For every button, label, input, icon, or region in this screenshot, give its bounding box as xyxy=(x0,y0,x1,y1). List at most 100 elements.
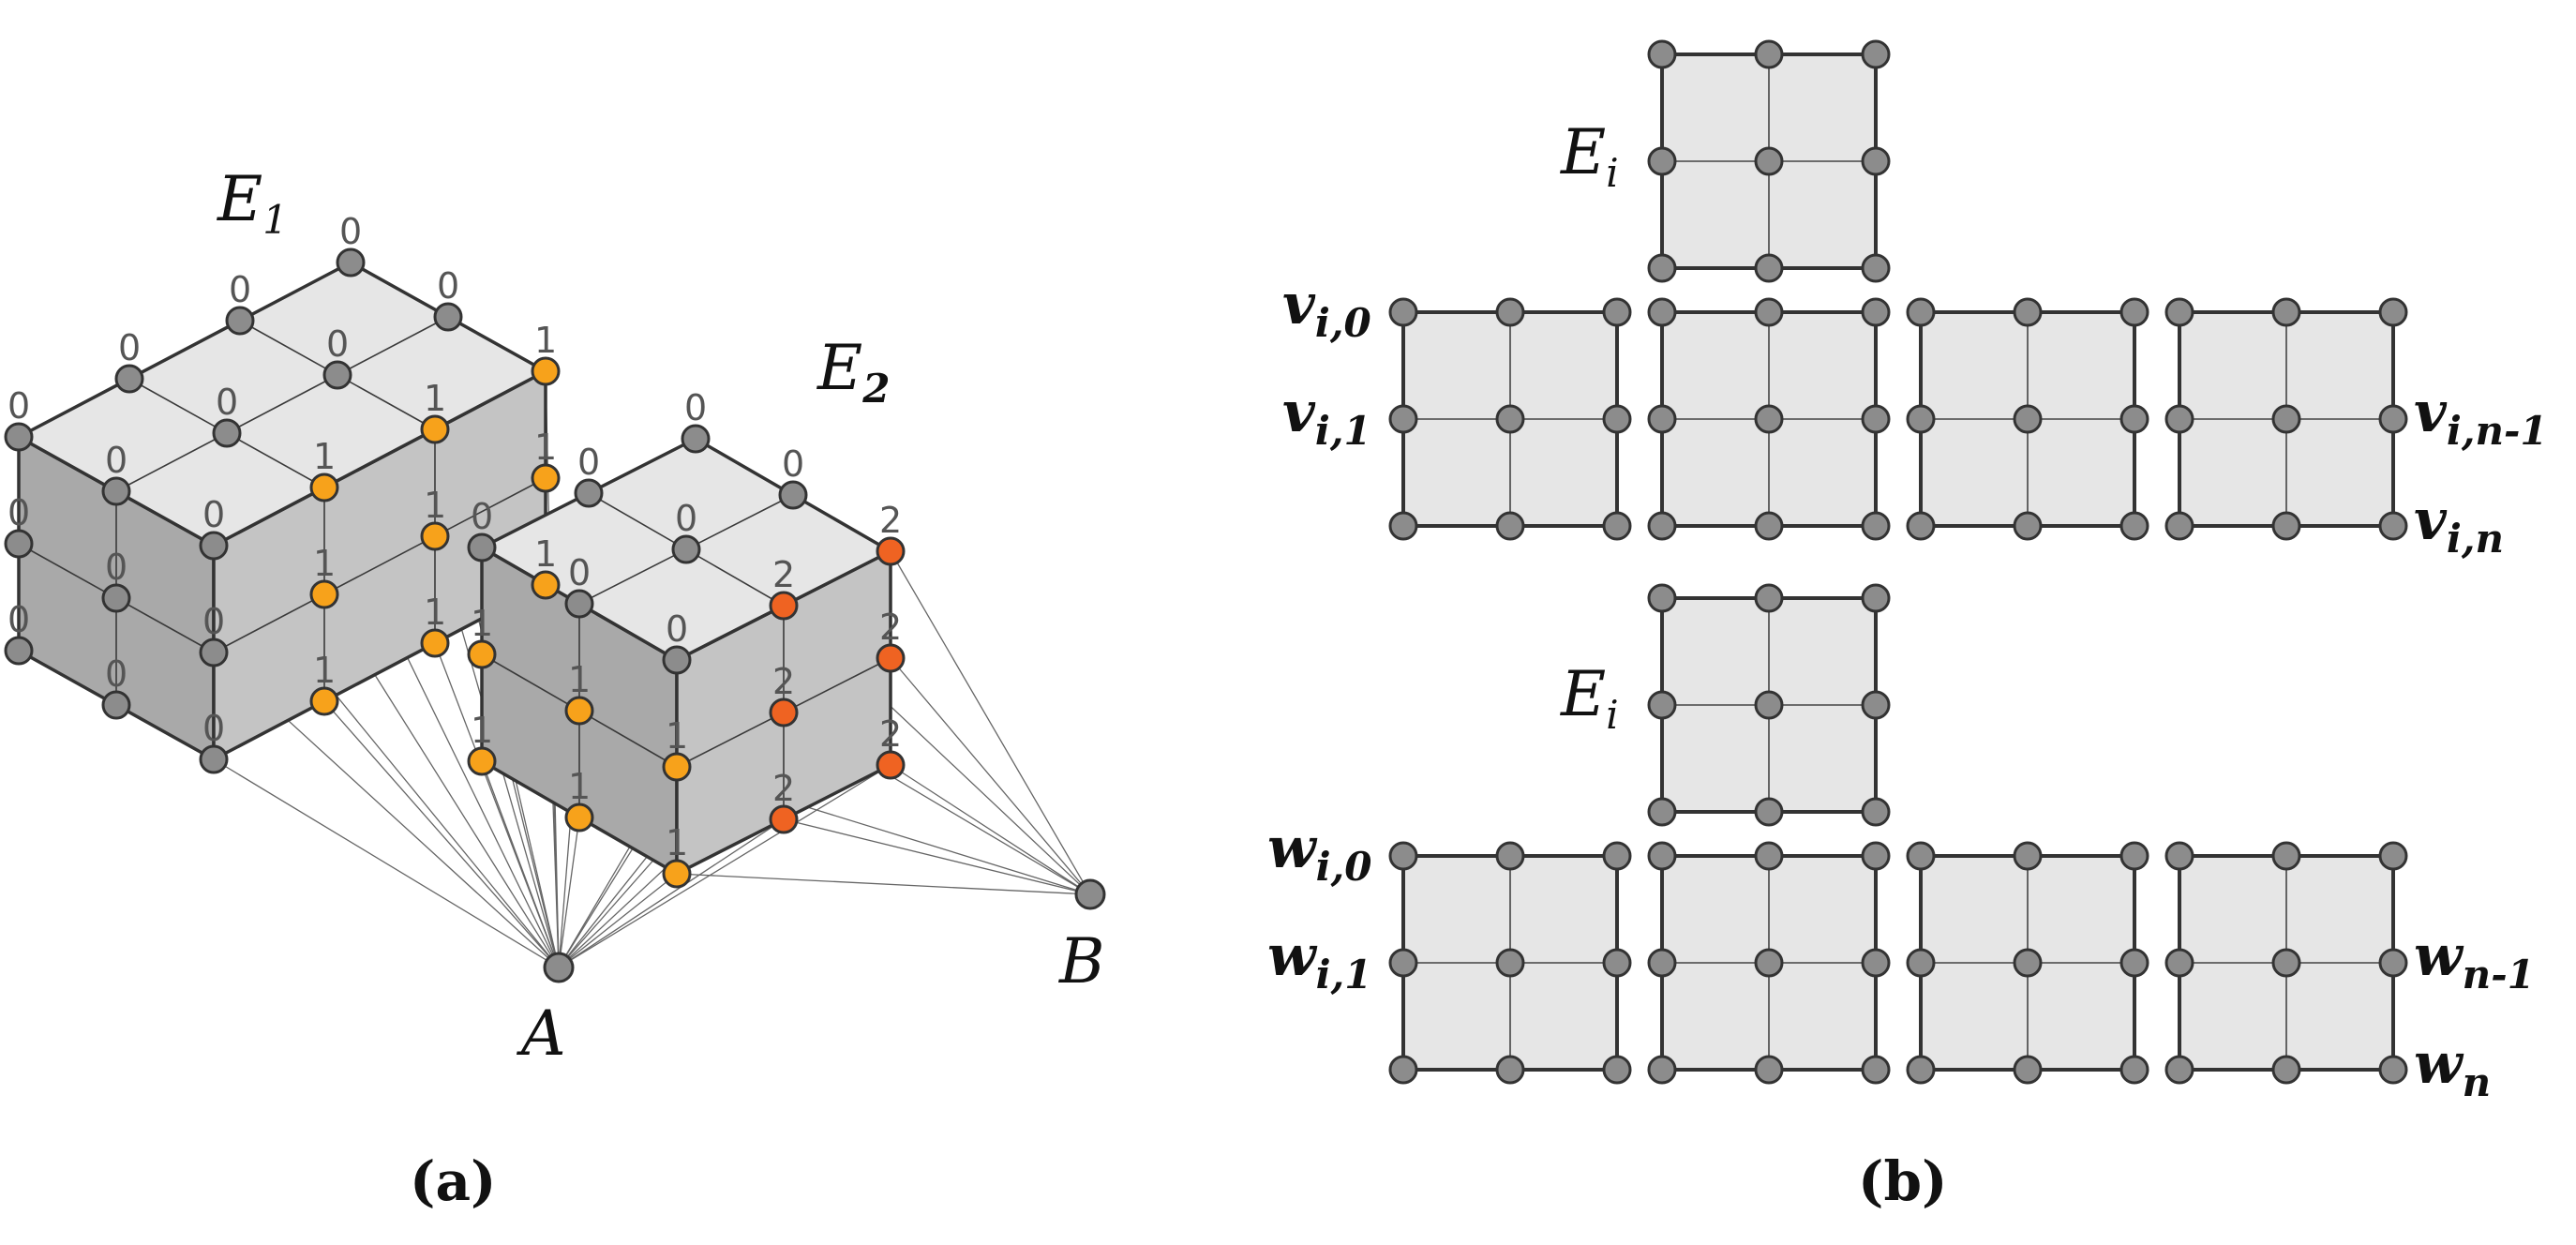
vertex-E1-level-1 xyxy=(309,686,339,716)
vertex-E2-level-0 xyxy=(681,424,711,454)
panel-b-squares xyxy=(1401,52,2395,1072)
terminal-A xyxy=(543,952,575,983)
vertex-E2-level-1 xyxy=(467,746,497,776)
square-Ei-top-vertex xyxy=(1754,39,1784,69)
vertex-E1-level-0 xyxy=(225,306,255,336)
vertex-label-E1: 1 xyxy=(313,650,336,691)
vertex-label-E1: 0 xyxy=(229,269,251,310)
square-Ei-top-vertex xyxy=(1647,253,1677,283)
square-v-row-2-vertex xyxy=(2013,511,2043,541)
box-E1-top-gridline xyxy=(115,316,449,492)
vertex-label-E1: 0 xyxy=(216,382,238,423)
vertex-E1-level-0 xyxy=(336,248,366,278)
label-w-n-1: wn-1 xyxy=(2414,923,2535,998)
square-v-row-0-vertex xyxy=(1388,404,1418,434)
vertex-label-E1: 0 xyxy=(118,327,141,368)
square-Ei-top-vertex xyxy=(1861,146,1891,176)
square-w-row-0-vertex xyxy=(1602,1055,1632,1085)
square-v-row-2-vertex xyxy=(2013,404,2043,434)
vertex-label-E2: 2 xyxy=(772,661,795,702)
square-w-row-2-vertex xyxy=(2013,948,2043,978)
vertex-label-E2: 0 xyxy=(471,496,493,537)
vertex-E2-level-2 xyxy=(876,643,906,673)
vertex-E1-level-0 xyxy=(322,360,352,390)
edge-to-B xyxy=(890,550,1091,895)
square-v-row-0-vertex xyxy=(1602,297,1632,327)
vertex-E2-level-0 xyxy=(467,532,497,562)
square-Ei-top-vertex xyxy=(1647,146,1677,176)
vertex-E2-level-2 xyxy=(769,698,799,728)
vertex-label-E1: 0 xyxy=(202,494,225,535)
panel-a-vertices xyxy=(4,248,1106,983)
label-w-i-1: wi,1 xyxy=(1267,923,1371,998)
vertex-label-E2: 1 xyxy=(471,603,493,644)
square-v-row-1-vertex xyxy=(1754,404,1784,434)
square-Ei-top-vertex xyxy=(1754,253,1784,283)
square-v-row-0-vertex xyxy=(1495,297,1525,327)
square-w-row-0-vertex xyxy=(1388,1055,1418,1085)
vertex-E1-level-0 xyxy=(433,302,463,332)
vertex-E1-level-0 xyxy=(4,529,34,559)
edge-to-B xyxy=(676,873,1091,895)
square-w-row-3-vertex xyxy=(2378,1055,2408,1085)
square-w-row-0-vertex xyxy=(1602,948,1632,978)
square-w-row-1-vertex xyxy=(1647,841,1677,871)
square-w-row-0-vertex xyxy=(1602,841,1632,871)
caption-a: (a) xyxy=(410,1149,496,1213)
square-v-row-1-vertex xyxy=(1647,297,1677,327)
square-v-row-2-vertex xyxy=(1906,297,1936,327)
edge-to-A xyxy=(558,817,580,968)
vertex-label-E1: 1 xyxy=(534,533,557,575)
vertex-E2-level-0 xyxy=(574,478,604,508)
square-w-row-1-vertex xyxy=(1861,841,1891,871)
vertex-label-E2: 1 xyxy=(568,766,591,807)
vertex-E1-level-0 xyxy=(4,422,34,452)
edge-to-B xyxy=(890,764,1091,895)
square-v-row-0-vertex xyxy=(1495,404,1525,434)
vertex-E1-level-1 xyxy=(420,414,450,444)
square-w-row-2-vertex xyxy=(2119,1055,2149,1085)
vertex-E2-level-2 xyxy=(769,804,799,834)
vertex-E1-level-1 xyxy=(309,579,339,609)
square-v-row-1-vertex xyxy=(1861,297,1891,327)
vertex-label-E1: 1 xyxy=(424,485,446,526)
vertex-label-E1: 1 xyxy=(424,378,446,419)
square-w-row-2-vertex xyxy=(2013,1055,2043,1085)
square-v-row-1-vertex xyxy=(1861,511,1891,541)
square-w-row-2-vertex xyxy=(2013,841,2043,871)
vertex-label-E2: 1 xyxy=(666,822,688,863)
square-w-row-2-vertex xyxy=(1906,841,1936,871)
square-v-row-2-vertex xyxy=(1906,511,1936,541)
vertex-label-E2: 0 xyxy=(675,498,697,539)
square-w-row-2-vertex xyxy=(1906,1055,1936,1085)
square-v-row-3-vertex xyxy=(2378,511,2408,541)
vertex-label-E1: 0 xyxy=(202,708,225,749)
edge-to-A xyxy=(558,764,891,968)
vertex-label-E1: 0 xyxy=(7,385,30,427)
label-v-i-n-1: vi,n-1 xyxy=(2414,380,2548,454)
square-w-row-2-vertex xyxy=(2119,841,2149,871)
vertex-E2-level-1 xyxy=(564,696,594,726)
square-v-row-1-vertex xyxy=(1754,511,1784,541)
vertex-E2-level-0 xyxy=(671,534,701,564)
square-v-row-1-vertex xyxy=(1647,404,1677,434)
label-v-i-1: vi,1 xyxy=(1282,380,1371,454)
vertex-E2-level-1 xyxy=(662,859,692,889)
square-v-row-3-vertex xyxy=(2271,297,2301,327)
vertex-E2-level-0 xyxy=(778,480,808,510)
square-w-row-3-vertex xyxy=(2271,1055,2301,1085)
vertex-E2-level-1 xyxy=(467,639,497,669)
vertex-label-E1: 0 xyxy=(339,211,362,252)
square-v-row-2-vertex xyxy=(1906,404,1936,434)
label-v-i-0: vi,0 xyxy=(1282,272,1371,346)
square-Ei-bottom-vertex xyxy=(1861,690,1891,720)
vertex-label-E1: 1 xyxy=(313,436,336,477)
label-w-i-0: wi,0 xyxy=(1267,816,1371,890)
square-w-row-3-vertex xyxy=(2271,948,2301,978)
square-w-row-2-vertex xyxy=(1906,948,1936,978)
box-faces xyxy=(17,261,892,876)
box-E1-front-gridline xyxy=(213,477,547,653)
square-w-row-1-vertex xyxy=(1647,948,1677,978)
vertex-E2-level-0 xyxy=(662,645,692,675)
square-Ei-bottom-vertex xyxy=(1647,797,1677,827)
